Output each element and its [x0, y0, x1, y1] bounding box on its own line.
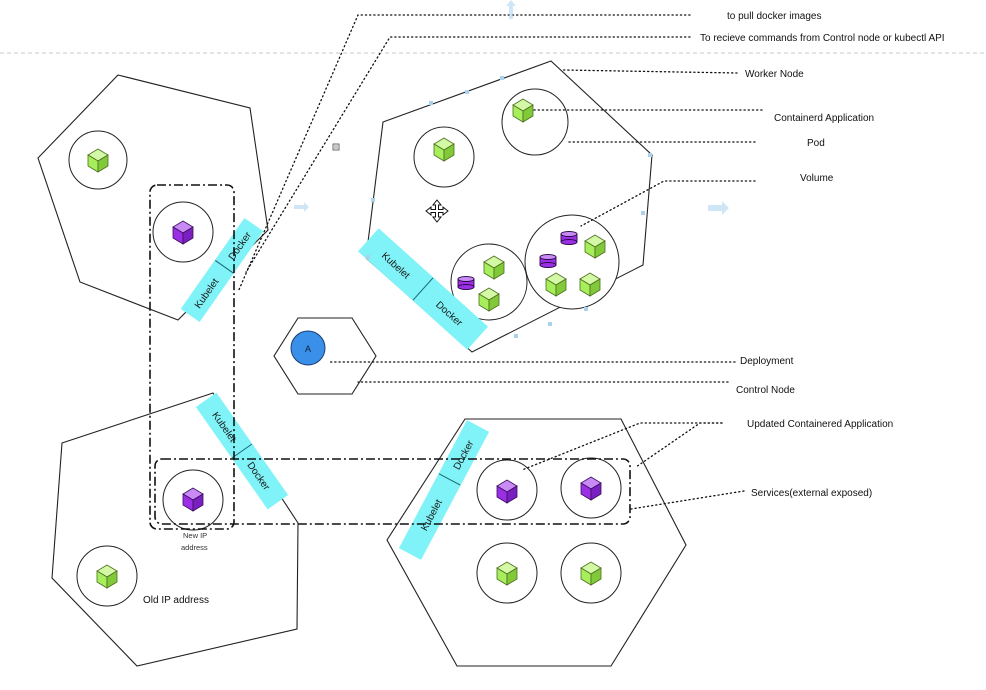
label-updated-app: Updated Containered Application — [747, 419, 893, 430]
label-pod: Pod — [807, 138, 825, 149]
label-volume: Volume — [800, 173, 834, 184]
worker-node-top-left[interactable]: Kubelet Docker — [37, 74, 269, 323]
cylinder-volume-icon — [560, 231, 578, 245]
pod-top-right-2 — [501, 88, 569, 156]
worker-node-top-right[interactable]: Kubelet Docker — [358, 60, 653, 353]
deployment-circle — [290, 330, 326, 366]
cylinder-volume-icon — [539, 254, 557, 268]
pod-with-volume-2 — [524, 214, 620, 310]
control-node[interactable]: A — [273, 317, 377, 395]
small-marker-icon — [332, 143, 340, 151]
label-containerd-app: Containerd Application — [774, 113, 874, 124]
kubelet-docker-band-top-left: Kubelet Docker — [180, 217, 264, 323]
label-new-ip-1: New IP — [183, 531, 207, 540]
label-new-ip-2: address — [181, 543, 208, 552]
arrow-handle-icon[interactable] — [708, 201, 729, 215]
label-old-ip: Old IP address — [143, 595, 209, 606]
label-worker-node: Worker Node — [745, 69, 804, 80]
arrow-handle-icon[interactable] — [506, 0, 516, 19]
label-deployment: Deployment — [740, 356, 794, 367]
services-outline — [154, 458, 631, 525]
worker-node-bottom-right[interactable]: Kubelet Docker — [386, 418, 687, 667]
label-services: Services(external exposed) — [751, 488, 872, 499]
leader-lines — [237, 14, 763, 510]
worker-node-bottom-left[interactable]: Kubelet Docker — [51, 392, 299, 667]
arrow-handle-icon[interactable] — [294, 202, 309, 212]
label-pull-images: to pull docker images — [727, 11, 822, 22]
label-receive-commands: To recieve commands from Control node or… — [700, 33, 945, 44]
pod-ip-group-outline — [149, 184, 235, 530]
cylinder-volume-icon — [457, 276, 475, 290]
deployment-letter: A — [305, 344, 311, 354]
selection-handles — [366, 76, 652, 338]
label-control-node: Control Node — [736, 385, 795, 396]
pod-with-volume-1 — [450, 243, 528, 321]
move-cursor-icon — [425, 199, 449, 223]
annotation-labels: to pull docker images To recieve command… — [143, 11, 945, 606]
